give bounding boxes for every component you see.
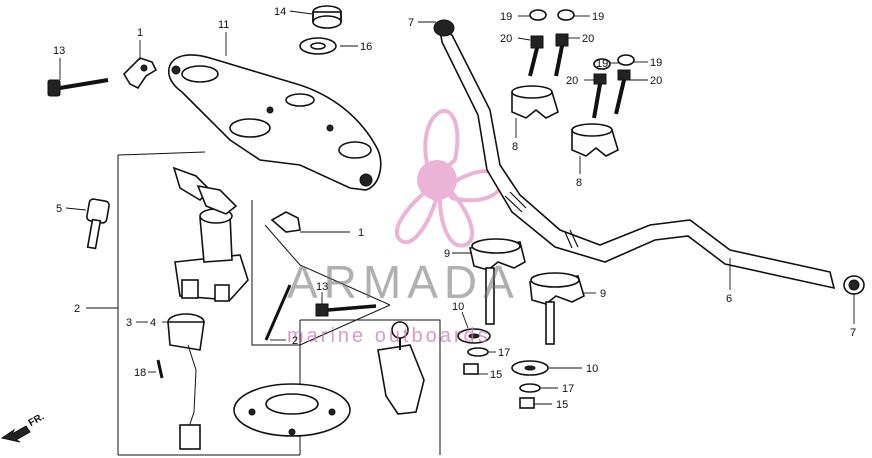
bar-end-7-right xyxy=(843,275,865,295)
bolt-13-lower xyxy=(315,303,377,317)
callout-2: 2 xyxy=(74,303,80,315)
callout-3: 3 xyxy=(126,317,132,329)
upper-holder-8-b xyxy=(571,123,619,157)
handlebar-6 xyxy=(438,28,836,290)
callout-15: 15 xyxy=(556,399,568,411)
callout-6: 6 xyxy=(726,293,732,305)
lower-holder-9-a xyxy=(469,238,526,325)
callout-17: 17 xyxy=(562,383,574,395)
cap-19-c xyxy=(593,58,611,70)
callout-19: 19 xyxy=(592,11,604,23)
switch-bolt xyxy=(264,284,292,341)
ignition-switch xyxy=(172,166,249,302)
callout-14: 14 xyxy=(274,6,286,18)
cap-19-a xyxy=(529,9,547,21)
cap-14 xyxy=(312,5,342,29)
watermark-subtitle: marine outboards xyxy=(287,325,491,347)
callout-16: 16 xyxy=(360,41,372,53)
callout-4: 4 xyxy=(150,317,156,329)
top-bridge-11 xyxy=(167,54,382,191)
nut-15-b xyxy=(519,397,535,409)
callout-20: 20 xyxy=(582,33,594,45)
bar-end-7-top xyxy=(433,19,455,37)
bolt-20-a xyxy=(528,35,544,77)
seat-lock-4 xyxy=(167,313,205,450)
callout-7: 7 xyxy=(408,17,414,29)
washer-16 xyxy=(299,37,337,55)
front-direction-arrow-icon xyxy=(0,425,31,443)
washer-17-b xyxy=(519,383,541,393)
callout-5: 5 xyxy=(56,203,62,215)
upper-holder-8-a xyxy=(511,85,559,119)
callout-19: 19 xyxy=(500,11,512,23)
callout-10: 10 xyxy=(452,301,464,313)
key-5 xyxy=(86,198,110,250)
cushion-10-a xyxy=(457,328,491,344)
callout-2: 2 xyxy=(292,335,298,347)
callout-18: 18 xyxy=(134,367,146,379)
lock-bracket xyxy=(377,321,425,415)
callout-11: 11 xyxy=(218,19,229,31)
fuel-cap xyxy=(233,383,351,437)
cap-19-d xyxy=(617,54,635,66)
callout-19: 19 xyxy=(596,58,608,70)
callout-8: 8 xyxy=(576,177,582,189)
leader-lines xyxy=(59,10,855,405)
screw-18 xyxy=(156,359,164,379)
callout-20: 20 xyxy=(500,33,512,45)
direction-label: FR. xyxy=(27,411,47,429)
watermark-title: ARMADA xyxy=(287,256,520,308)
callout-20: 20 xyxy=(650,75,662,87)
clip-1-lower xyxy=(270,211,301,233)
callout-9: 9 xyxy=(444,248,450,260)
callout-8: 8 xyxy=(512,141,518,153)
cushion-10-b xyxy=(511,360,549,376)
bolt-13 xyxy=(47,78,109,97)
callout-7: 7 xyxy=(850,327,856,339)
bolt-20-c xyxy=(592,73,607,119)
callout-17: 17 xyxy=(498,347,510,359)
clip-1 xyxy=(122,57,158,90)
callout-1: 1 xyxy=(358,227,364,239)
callout-10: 10 xyxy=(586,363,598,375)
callout-19: 19 xyxy=(650,57,662,69)
callout-1: 1 xyxy=(137,27,143,39)
callout-15: 15 xyxy=(490,369,502,381)
callout-13: 13 xyxy=(53,45,65,57)
bolt-20-b xyxy=(554,33,569,77)
nut-15-a xyxy=(463,363,479,375)
washer-17-a xyxy=(467,347,489,357)
bolt-20-d xyxy=(614,69,631,115)
armada-logo-icon xyxy=(394,108,503,248)
callout-labels: 13 1 11 14 16 7 19 19 20 20 19 19 20 20 … xyxy=(53,6,856,411)
callout-20: 20 xyxy=(566,75,578,87)
callout-13: 13 xyxy=(316,281,328,293)
cap-19-b xyxy=(557,9,575,21)
lower-holder-9-b xyxy=(529,272,585,345)
callout-9: 9 xyxy=(600,288,606,300)
